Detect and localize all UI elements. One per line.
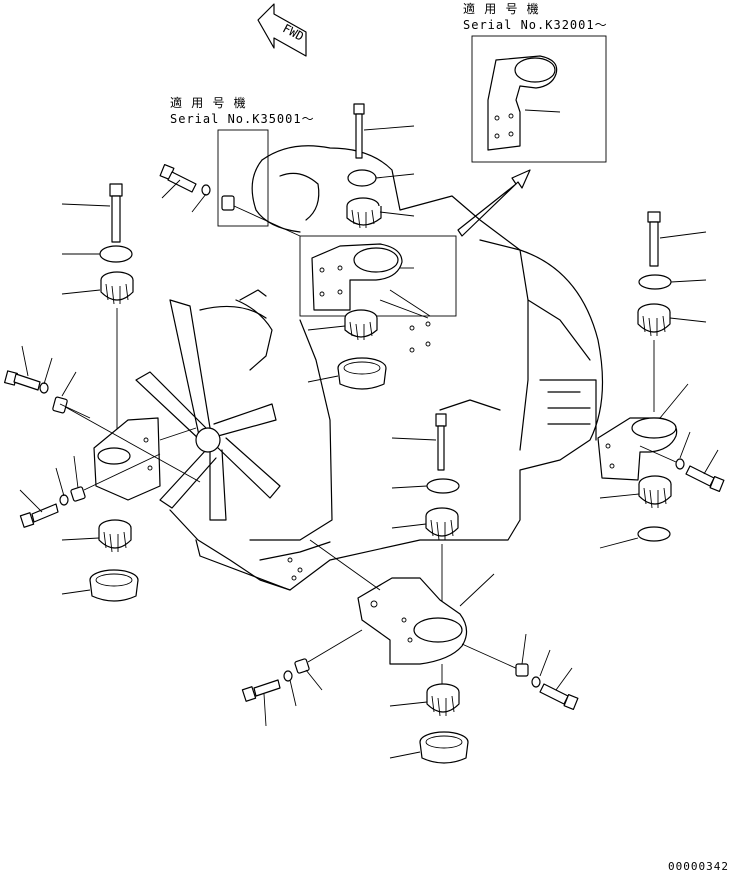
left-fasteners-lower [19, 453, 161, 528]
bottom-center-bolt-stack [391, 413, 460, 620]
callout-box-bracket [299, 235, 457, 317]
callout-box-k32001 [471, 35, 607, 163]
center-bracket [311, 243, 403, 311]
center-mount [307, 267, 431, 390]
right-bolt-stack [637, 211, 707, 412]
bottom-right-fasteners [515, 633, 579, 711]
drawing-number: 00000342 [668, 860, 729, 873]
left-bolt-stack [61, 183, 134, 440]
left-fasteners-upper [4, 345, 91, 419]
callout-k35001-jp: 適 用 号 機 [170, 96, 247, 110]
callout-k32001-serial: Serial No.K32001～ [463, 18, 608, 32]
fwd-arrow-icon: FWD [257, 3, 307, 57]
inset-bracket [487, 55, 561, 151]
fan [135, 289, 281, 521]
bottom-lower-mount [389, 664, 469, 764]
callout-box-k35001 [217, 129, 269, 227]
right-fasteners [639, 431, 725, 493]
callout-k32001-jp: 適 用 号 機 [463, 2, 540, 16]
top-center-bolt [346, 103, 415, 229]
left-lower-mount [61, 519, 139, 602]
callout-k35001-serial: Serial No.K35001～ [170, 112, 315, 126]
bottom-center-bracket [309, 539, 521, 671]
bottom-left-fasteners [241, 629, 363, 727]
right-lower-mount [599, 475, 672, 549]
right-bracket [597, 383, 689, 481]
top-left-bolt [159, 163, 429, 319]
left-bracket [59, 403, 201, 501]
